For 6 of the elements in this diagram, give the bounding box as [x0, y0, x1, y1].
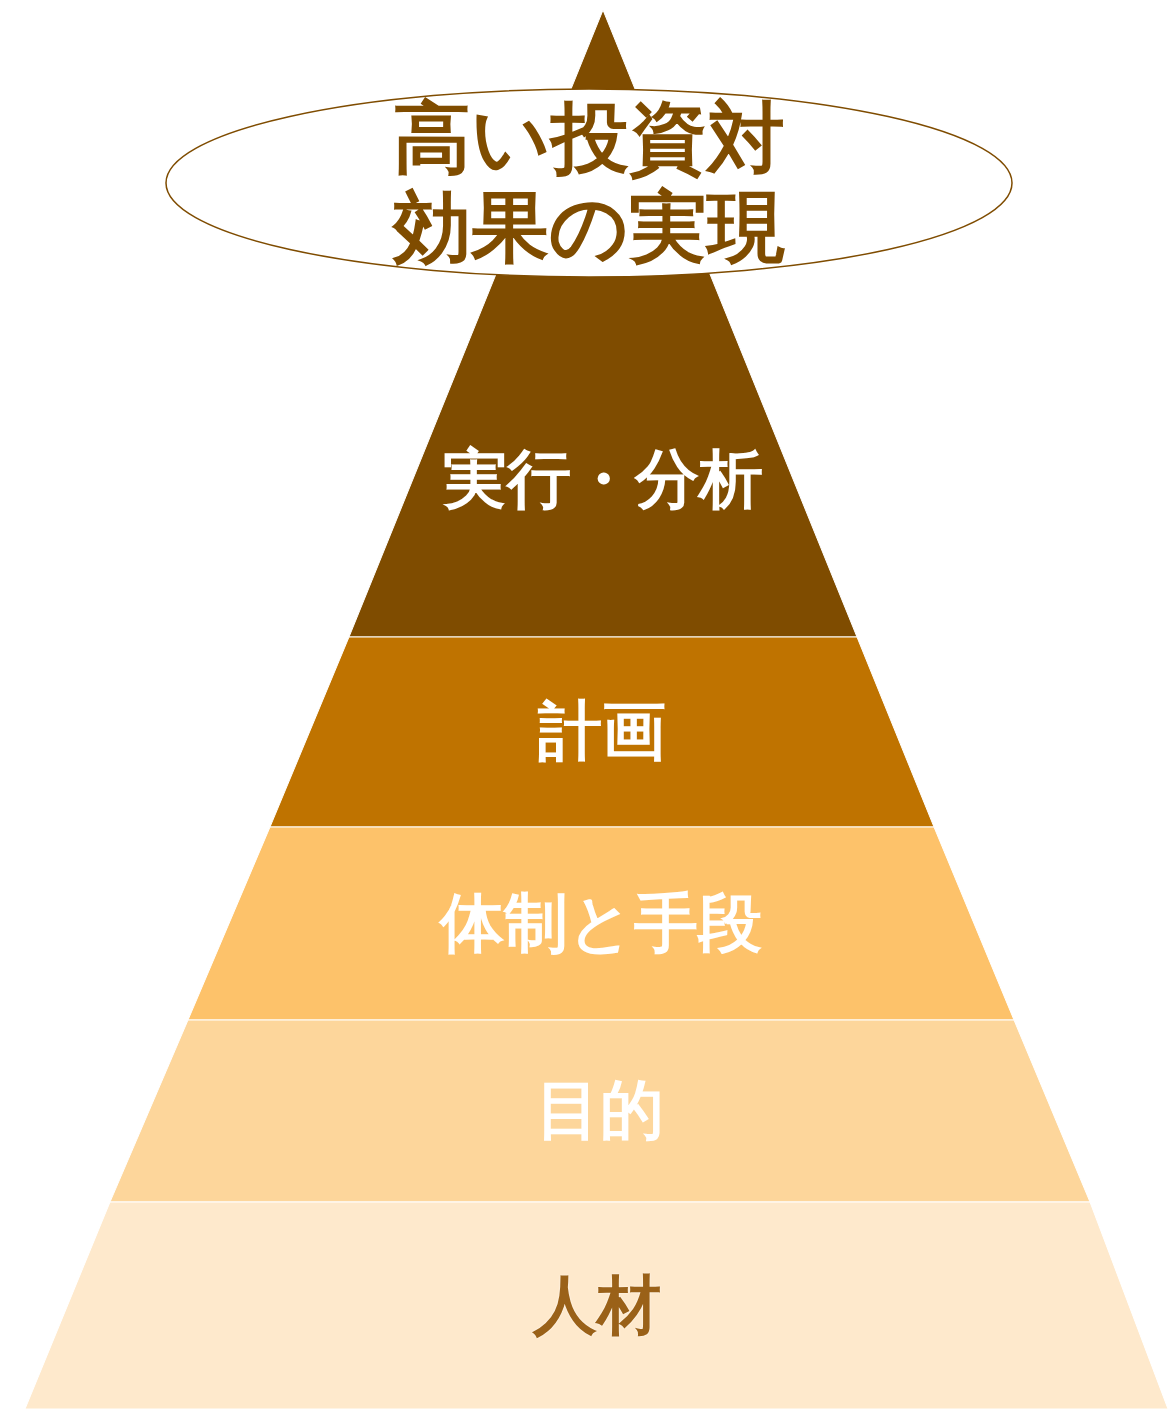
band-label: 計画 [537, 695, 667, 769]
band-label: 実行・分析 [442, 443, 764, 517]
title-text: 高い投資対効果の実現 [390, 93, 786, 273]
band-label: 体制と手段 [437, 886, 763, 961]
band-label: 目的 [535, 1074, 665, 1148]
band-label: 人材 [531, 1268, 662, 1343]
